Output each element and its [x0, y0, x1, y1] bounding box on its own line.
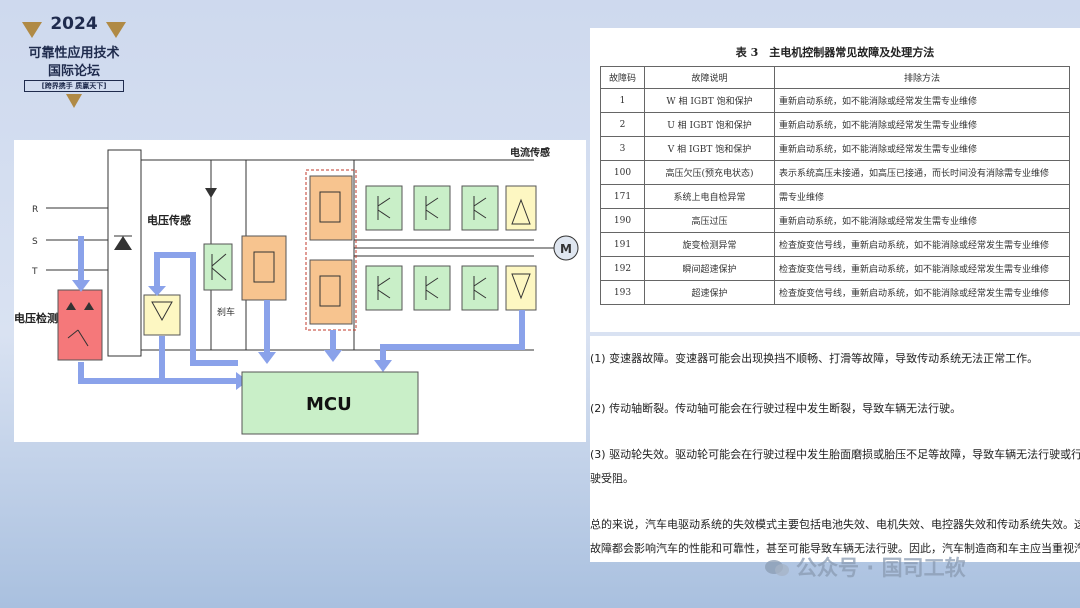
label-mcu: MCU	[306, 394, 352, 415]
cell-desc: V 相 IGBT 饱和保护	[644, 136, 775, 161]
wechat-icon	[765, 560, 789, 576]
cell-code: 192	[600, 256, 645, 281]
signal-arrows	[72, 236, 525, 390]
cell-code: 2	[600, 112, 645, 137]
brake-diode-icon	[205, 188, 217, 198]
rectifier-diode-icon	[114, 236, 132, 250]
voltage-sense-block	[143, 294, 181, 336]
text-panel: (1) 变速器故障。变速器可能会出现换挡不顺畅、打滑等故障，导致传动系统无法正常…	[590, 336, 1080, 562]
cell-code: 1	[600, 88, 645, 113]
logo-line1: 可靠性应用技术	[28, 46, 120, 61]
cell-fix: 表示系统高压未接通，如高压已接通，而长时间没有消除需专业维修	[774, 160, 1070, 185]
circuit-schematic: R S T 电压检测 电压传感 刹车	[14, 146, 579, 435]
gate-driver-block	[241, 235, 287, 301]
motor-icon	[553, 235, 579, 261]
mcu-block	[241, 371, 419, 435]
cell-fix: 检查旋变信号线，重新启动系统，如不能消除或经常发生需专业维修	[774, 232, 1070, 257]
brake-igbt-block	[203, 243, 233, 291]
paragraph-3b: 驶受阻。	[590, 472, 634, 485]
label-voltage-detect: 电压检测	[14, 311, 58, 325]
label-motor: M	[560, 242, 572, 256]
cell-code: 100	[600, 160, 645, 185]
header-fix: 排除方法	[774, 66, 1070, 89]
cell-desc: 高压欠压(预充电状态)	[644, 160, 775, 185]
cell-desc: 超速保护	[644, 280, 775, 305]
cell-code: 190	[600, 208, 645, 233]
cell-fix: 重新启动系统，如不能消除或经常发生需专业维修	[774, 88, 1070, 113]
table-header-row: 故障码 故障说明 排除方法	[600, 66, 1070, 89]
watermark: 公众号 · 国司工软	[796, 556, 966, 580]
logo-line2: 国际论坛	[47, 64, 100, 79]
cell-desc: 旋变检测异常	[644, 232, 775, 257]
cell-fix: 重新启动系统，如不能消除或经常发生需专业维修	[774, 208, 1070, 233]
cell-fix: 需专业维修	[774, 184, 1070, 209]
cell-fix: 检查旋变信号线，重新启动系统，如不能消除或经常发生需专业维修	[774, 256, 1070, 281]
paragraph-4b: 故障都会影响汽车的性能和可靠性，甚至可能导致车辆无法行驶。因此，汽车制造商和车主…	[590, 542, 1080, 555]
cell-desc: 瞬间超速保护	[644, 256, 775, 281]
logo-slogan: [跨界携手 质赢天下]	[24, 80, 124, 92]
cell-desc: 系统上电自检异常	[644, 184, 775, 209]
label-brake: 刹车	[217, 306, 235, 318]
label-voltage-sense: 电压传感	[147, 213, 191, 227]
cell-fix: 重新启动系统，如不能消除或经常发生需专业维修	[774, 136, 1070, 161]
inverter-bridge	[365, 185, 499, 311]
cell-desc: 高压过压	[644, 208, 775, 233]
label-s: S	[32, 237, 38, 247]
cell-code: 191	[600, 232, 645, 257]
motor-controller-diagram: R S T 电压检测 电压传感 刹车	[14, 140, 586, 442]
cell-code: 171	[600, 184, 645, 209]
label-r: R	[32, 205, 38, 215]
lower-driver-block	[309, 259, 353, 325]
header-code: 故障码	[600, 66, 645, 89]
table-title: 表 3 主电机控制器常见故障及处理方法	[735, 46, 935, 59]
logo-year: 2024	[50, 14, 98, 34]
logo-emblem-icon	[22, 22, 126, 108]
cell-fix: 重新启动系统，如不能消除或经常发生需专业维修	[774, 112, 1070, 137]
forum-logo: 2024 可靠性应用技术 国际论坛 [跨界携手 质赢天下]	[14, 10, 134, 114]
paragraph-4a: 总的来说，汽车电驱动系统的失效模式主要包括电池失效、电机失效、电控器失效和传动系…	[590, 518, 1080, 531]
cell-desc: W 相 IGBT 饱和保护	[644, 88, 775, 113]
cell-code: 193	[600, 280, 645, 305]
cell-fix: 检查旋变信号线，重新启动系统，如不能消除或经常发生需专业维修	[774, 280, 1070, 305]
cell-code: 3	[600, 136, 645, 161]
paragraph-2: (2) 传动轴断裂。传动轴可能会在行驶过程中发生断裂，导致车辆无法行驶。	[590, 402, 962, 415]
header-desc: 故障说明	[644, 66, 775, 89]
paragraph-3a: (3) 驱动轮失效。驱动轮可能会在行驶过程中发生胎面磨损或胎压不足等故障，导致车…	[590, 448, 1080, 461]
label-t: T	[31, 267, 38, 277]
paragraph-1: (1) 变速器故障。变速器可能会出现换挡不顺畅、打滑等故障，导致传动系统无法正常…	[590, 352, 1039, 365]
upper-driver-block	[309, 175, 353, 241]
label-current-sense: 电流传感	[510, 146, 550, 159]
current-sensor-upper	[505, 185, 537, 231]
current-sensor-lower	[505, 265, 537, 311]
voltage-detect-block	[57, 289, 103, 361]
rectifier-block	[107, 149, 142, 357]
cell-desc: U 相 IGBT 饱和保护	[644, 112, 775, 137]
